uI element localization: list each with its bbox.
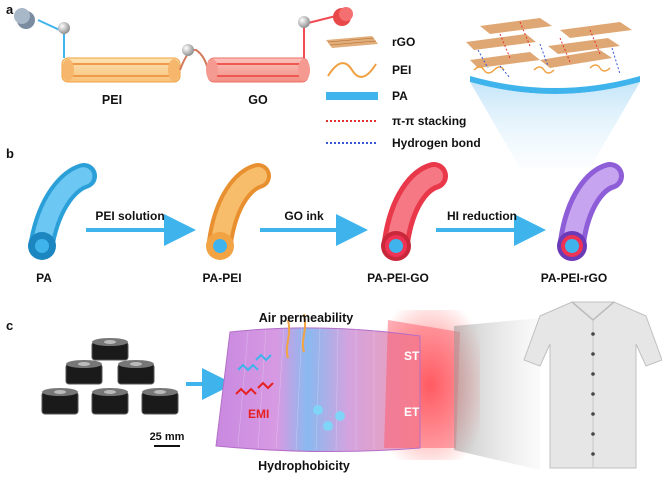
stage-label-pa-pei-rgo: PA-PEI-rGO [541, 271, 607, 285]
legend-item-pi-stacking: π-π stacking [326, 114, 466, 128]
pei-label: PEI [102, 93, 122, 107]
fiber-pa-pei [206, 163, 271, 260]
svg-text:π-π stacking: π-π stacking [392, 114, 466, 128]
scale-bar: 25 mm [150, 431, 185, 447]
svg-text:PEI: PEI [392, 63, 411, 77]
fiber-pa [28, 163, 97, 260]
pei-molecule [14, 8, 209, 83]
step-label-pei-solution: PEI solution [95, 209, 164, 223]
stage-label-pa-pei: PA-PEI [202, 271, 241, 285]
fiber-pa-pei-rgo [557, 162, 624, 261]
legend-item-pa: PA [326, 89, 408, 103]
et-label: ET [404, 405, 420, 419]
go-molecule [206, 7, 353, 83]
shirt [523, 301, 662, 469]
legend-item-rgo: rGO [326, 35, 415, 49]
stage-label-pa-pei-go: PA-PEI-GO [367, 271, 429, 285]
projection-beam [454, 318, 540, 470]
legend: rGO PEI PA π-π stacking Hydrogen bond [326, 35, 481, 150]
legend-item-hydrogen-bond: Hydrogen bond [326, 136, 481, 150]
svg-text:rGO: rGO [392, 35, 415, 49]
emi-label: EMI [248, 407, 269, 421]
hydrophobicity-label: Hydrophobicity [258, 459, 350, 473]
svg-text:25 mm: 25 mm [150, 431, 185, 443]
svg-text:PA: PA [392, 89, 408, 103]
stage-label-pa: PA [36, 271, 52, 285]
step-label-hi-reduction: HI reduction [447, 209, 517, 223]
panel-c-letter: c [6, 318, 13, 333]
go-label: GO [248, 93, 268, 107]
rgo-layer-structure [466, 18, 640, 168]
fiber-pa-pei-go [381, 162, 448, 261]
smart-fabric [215, 310, 480, 460]
panel-b-letter: b [6, 146, 14, 161]
legend-item-pei: PEI [327, 62, 411, 78]
svg-text:Hydrogen bond: Hydrogen bond [392, 136, 481, 150]
step-label-go-ink: GO ink [284, 209, 324, 223]
st-label: ST [404, 349, 420, 363]
panel-a-letter: a [6, 2, 14, 17]
air-permeability-label: Air permeability [259, 311, 354, 325]
yarn-spools [41, 338, 179, 415]
